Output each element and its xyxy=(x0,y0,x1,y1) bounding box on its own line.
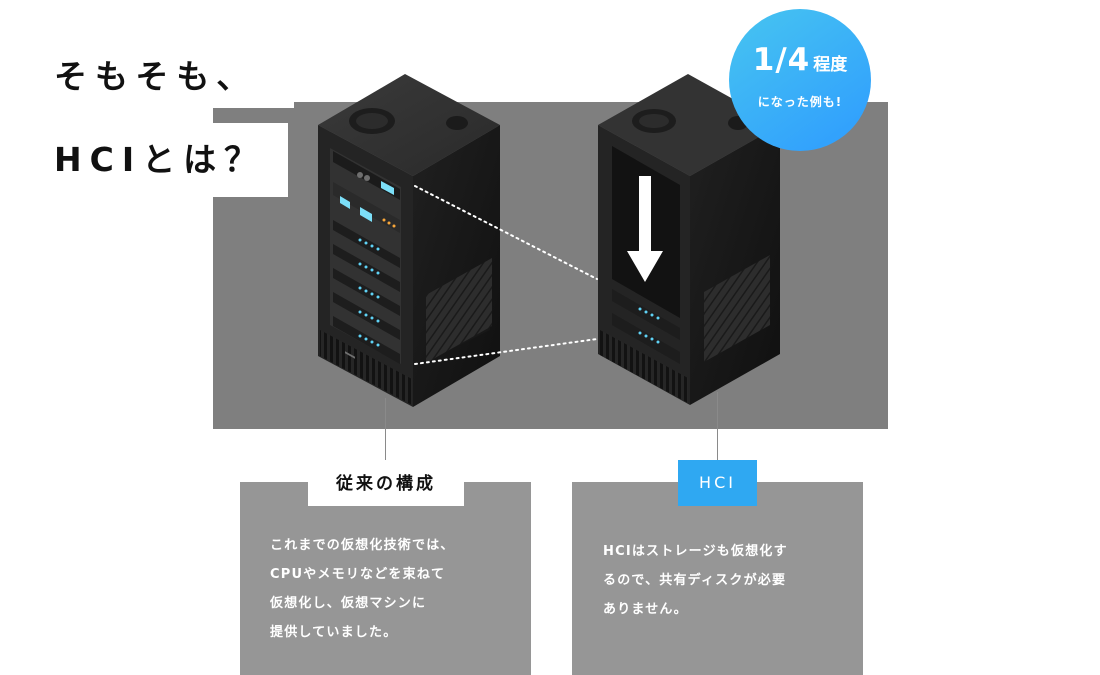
traditional-description-line: これまでの仮想化技術では、 xyxy=(270,538,455,553)
title-line-2: HCIとは？ xyxy=(32,123,288,197)
rack-slot-7 xyxy=(333,316,400,364)
rack-slot-6 xyxy=(333,292,400,340)
rack-slot-4 xyxy=(333,244,400,292)
traditional-description-line: 提供していました。 xyxy=(270,625,398,640)
server-rack-icon xyxy=(318,74,500,407)
rack-slot-3 xyxy=(333,220,400,268)
rack-slot-2 xyxy=(333,182,400,233)
traditional-label: 従来の構成 xyxy=(308,462,464,506)
traditional-description: これまでの仮想化技術では、 CPUやメモリなどを束ねて 仮想化し、仮想マシンに … xyxy=(270,531,455,647)
hci-description: HCIはストレージも仮想化す るので、共有ディスクが必要 ありません。 xyxy=(603,537,788,624)
hci-slot-2 xyxy=(612,313,680,364)
title-line-1: そもそも、 xyxy=(32,46,294,108)
right-connector-line xyxy=(717,392,718,460)
badge-fraction: 1/4 xyxy=(752,42,811,78)
comparison-dotted-lines xyxy=(414,185,598,365)
hci-label: HCI xyxy=(678,460,757,506)
left-connector-line xyxy=(385,398,386,460)
arrow-down-icon xyxy=(627,176,663,282)
traditional-description-line: CPUやメモリなどを束ねて xyxy=(270,567,446,582)
rack-slot-1 xyxy=(333,151,400,359)
hci-slot-1 xyxy=(612,289,680,340)
traditional-description-line: 仮想化し、仮想マシンに xyxy=(270,596,427,611)
traditional-panel xyxy=(240,482,531,675)
rack-slot-5 xyxy=(333,268,400,316)
hci-server-icon xyxy=(598,74,780,405)
badge-subtext: になった例も! xyxy=(757,95,843,109)
hci-description-line: HCIはストレージも仮想化す xyxy=(603,544,788,559)
badge-suffix: 程度 xyxy=(813,55,848,75)
hci-panel xyxy=(572,482,863,675)
hci-description-line: るので、共有ディスクが必要 xyxy=(603,573,787,588)
hci-description-line: ありません。 xyxy=(603,602,688,617)
